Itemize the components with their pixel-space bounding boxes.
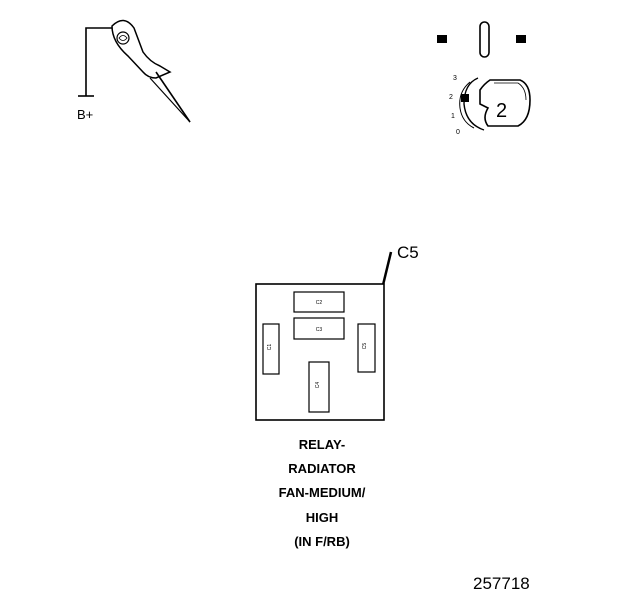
ignition-position-2: 2 (449, 94, 453, 101)
ignition-position-1: 1 (451, 113, 455, 120)
callout-label: C5 (397, 243, 419, 262)
cavity-c4-label: C4 (315, 382, 321, 389)
relay-caption-line-1: RELAY- (299, 437, 345, 452)
cavity-c5-label: C5 (362, 343, 368, 350)
relay-caption-line-4: HIGH (306, 510, 339, 525)
test-light-probe-icon (78, 19, 191, 123)
cavity-c5: C5 (357, 323, 376, 373)
probe-label: B+ (77, 107, 93, 122)
ignition-position-3: 3 (453, 75, 457, 82)
relay-caption-line-3: FAN-MEDIUM/ (279, 485, 366, 500)
cavity-c1-label: C1 (267, 344, 273, 351)
cavity-c2: C2 (293, 291, 345, 313)
relay-caption-line-5: (IN F/RB) (294, 534, 350, 549)
figure-number: 257718 (473, 574, 530, 593)
ignition-position-0: 0 (456, 129, 460, 136)
cavity-c3: C3 (293, 317, 345, 340)
cavity-c1: C1 (262, 323, 280, 375)
ignition-switch-icon (437, 21, 531, 131)
cavity-c2-label: C2 (316, 300, 323, 306)
cavity-c4: C4 (308, 361, 330, 413)
relay-caption-line-2: RADIATOR (288, 461, 356, 476)
cavity-c3-label: C3 (316, 327, 323, 333)
key-number: 2 (496, 100, 507, 122)
